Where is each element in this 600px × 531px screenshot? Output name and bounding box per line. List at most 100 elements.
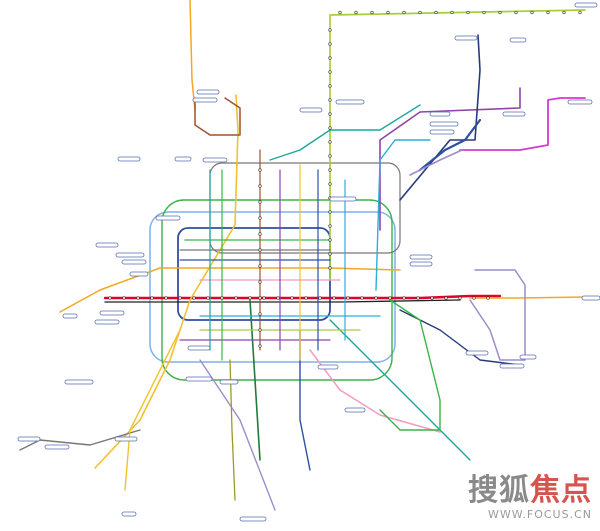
grid-station xyxy=(258,248,262,252)
red-main-line xyxy=(103,294,502,300)
north-line-station xyxy=(530,10,534,15)
lavender-bundle-ne xyxy=(409,149,463,176)
station-label-tag-19 xyxy=(129,271,149,277)
station-label-tag-5 xyxy=(335,99,365,105)
red-line-station xyxy=(318,296,322,300)
red-line-station xyxy=(346,296,350,300)
red-line-station xyxy=(136,296,140,300)
green-north-station xyxy=(328,28,332,32)
green-north-station xyxy=(328,126,332,130)
green-north-station xyxy=(328,42,332,46)
station-label-tag-38 xyxy=(121,511,137,517)
station-label-tag-31 xyxy=(465,350,489,356)
red-line-station xyxy=(262,296,266,300)
station-label-tag-10 xyxy=(429,121,459,127)
station-label-tag-18 xyxy=(121,259,147,265)
station-label-tag-2 xyxy=(509,37,527,43)
station-label-tag-14 xyxy=(202,157,228,163)
grid-station xyxy=(258,200,262,204)
green-north-station xyxy=(328,168,332,172)
north-line-station xyxy=(482,10,486,15)
sohu-focus-watermark: 搜狐焦点 WWW.FOCUS.CN xyxy=(468,473,592,522)
watermark-focus-text: 焦点 xyxy=(530,473,592,508)
red-line-station xyxy=(360,296,364,300)
station-label-tag-17 xyxy=(115,252,145,258)
grid-station xyxy=(258,344,262,348)
grid-station xyxy=(258,216,262,220)
north-line-station xyxy=(402,10,406,15)
red-line-station xyxy=(234,296,238,300)
green-east-loop xyxy=(379,299,441,431)
station-label-tag-28 xyxy=(185,376,213,382)
station-label-tag-0 xyxy=(574,2,598,8)
station-label-tag-36 xyxy=(114,436,138,442)
grid-station xyxy=(258,168,262,172)
station-label-tag-4 xyxy=(192,97,218,103)
north-line-station xyxy=(562,10,566,15)
green-north-station xyxy=(328,140,332,144)
station-label-tag-7 xyxy=(429,111,451,117)
teal-north-line xyxy=(269,104,421,161)
green-north-station xyxy=(328,252,332,256)
green-north-station xyxy=(328,182,332,186)
station-label-tag-29 xyxy=(219,379,239,385)
red-line-station xyxy=(220,296,224,300)
station-label-tag-39 xyxy=(317,364,339,370)
north-line-station xyxy=(418,10,422,15)
green-north-station xyxy=(328,56,332,60)
grid-station xyxy=(258,232,262,236)
station-label-tag-11 xyxy=(429,129,455,135)
orange-south-line xyxy=(124,329,181,491)
station-label-tag-3 xyxy=(196,89,220,95)
purple-northeast-line xyxy=(379,87,521,231)
grid-station xyxy=(258,184,262,188)
grid-station xyxy=(258,328,262,332)
orange-west-line xyxy=(59,267,401,313)
north-line-station xyxy=(386,10,390,15)
red-line-station xyxy=(430,296,434,300)
station-label-tag-32 xyxy=(519,354,537,360)
station-label-tag-22 xyxy=(95,242,119,248)
green-north-station xyxy=(328,238,332,242)
station-label-tag-33 xyxy=(64,379,94,385)
red-line-station xyxy=(402,296,406,300)
purple-south-line xyxy=(199,359,276,511)
orange-north-line xyxy=(189,0,196,111)
station-label-tag-34 xyxy=(17,436,41,442)
grid-station xyxy=(258,264,262,268)
red-line-station xyxy=(472,296,476,300)
green-north-station xyxy=(328,224,332,228)
station-label-tag-35 xyxy=(44,444,70,450)
grid-station xyxy=(258,312,262,316)
station-label-tag-24 xyxy=(62,313,78,319)
red-line-station xyxy=(304,296,308,300)
north-line-station xyxy=(370,10,374,15)
magenta-east-line xyxy=(459,97,586,151)
green-north-station xyxy=(328,84,332,88)
green-north-station xyxy=(328,154,332,158)
red-line-station xyxy=(416,296,420,300)
red-line-station xyxy=(486,296,490,300)
red-line-station xyxy=(332,296,336,300)
red-line-station xyxy=(444,296,448,300)
grid-station xyxy=(258,296,262,300)
north-line-station xyxy=(546,10,550,15)
station-label-tag-13 xyxy=(174,156,192,162)
station-label-tag-15 xyxy=(329,196,357,202)
station-label-tag-21 xyxy=(409,261,433,267)
green-south-line xyxy=(249,299,261,461)
black-ew-line xyxy=(104,299,461,303)
station-label-tag-23 xyxy=(581,295,600,301)
station-label-tag-8 xyxy=(502,111,526,117)
north-line-station xyxy=(450,10,454,15)
pink-southeast-line xyxy=(309,349,441,433)
cyan-north-line xyxy=(375,139,431,291)
purple-east-loop xyxy=(469,269,526,361)
red-line-station xyxy=(192,296,196,300)
red-line-station xyxy=(206,296,210,300)
red-line-station xyxy=(248,296,252,300)
blue-south-line xyxy=(299,329,311,471)
green-north-station xyxy=(328,112,332,116)
north-line-station xyxy=(354,10,358,15)
red-line-station xyxy=(290,296,294,300)
